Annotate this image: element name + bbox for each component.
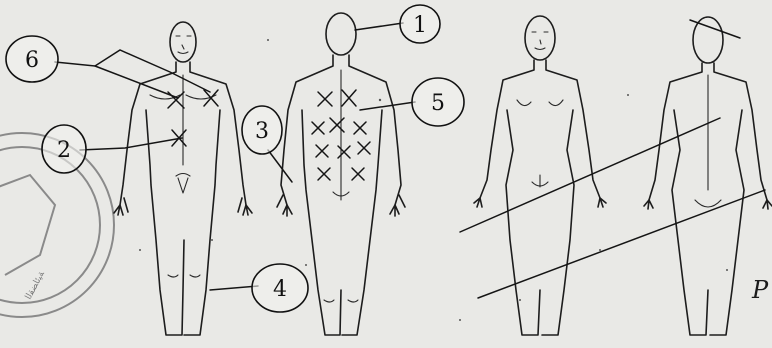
callout-4: 4 (252, 264, 308, 312)
callout-5-label: 5 (431, 91, 445, 116)
callout-1: 1 (400, 5, 440, 43)
callout-6-label: 6 (25, 48, 39, 73)
callout-4-label: 4 (273, 277, 287, 302)
figure-female-front (474, 16, 606, 335)
callout-3-label: 3 (255, 119, 269, 144)
margin-note: P (751, 276, 769, 304)
callout-2-label: 2 (57, 138, 71, 163)
callout-6: 6 (6, 36, 58, 82)
callout-5: 5 (412, 78, 464, 126)
callout-3: 3 (242, 106, 282, 154)
stamp-text: ﺔﻴﺋﺎﻀﻘﻟﺍ (24, 270, 47, 302)
callout-1-label: 1 (413, 13, 427, 38)
callout-2: 2 (42, 125, 86, 173)
